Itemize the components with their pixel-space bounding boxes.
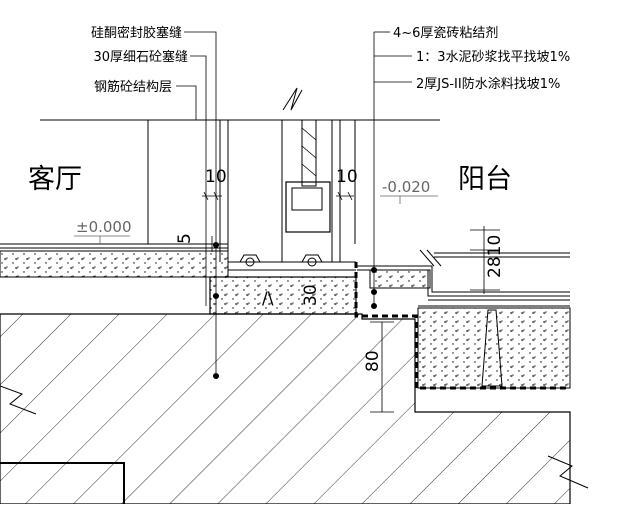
break-line-wall-top bbox=[282, 87, 303, 111]
elevation-left: ±0.000 bbox=[76, 218, 132, 236]
room-label-balcony: 阳台 bbox=[458, 164, 512, 195]
dim-label-10-right: 10 bbox=[336, 167, 358, 187]
callout-sealant: 硅酮密封胶塞缝 bbox=[91, 25, 182, 41]
dim-label-2810: 2810 bbox=[485, 235, 505, 278]
roller-left bbox=[245, 257, 255, 267]
dim-5 bbox=[206, 236, 220, 252]
dim-10-right bbox=[336, 191, 354, 201]
door-frame-profile bbox=[285, 181, 331, 233]
callout-structure: 钢筋砼结构层 bbox=[94, 79, 172, 95]
leader-left-1 bbox=[184, 31, 217, 376]
callout-fine-concrete: 30厚细石砼塞缝 bbox=[93, 49, 188, 65]
slab-edge-detail bbox=[0, 462, 125, 504]
tapered-pocket bbox=[481, 309, 503, 387]
callout-tile-adhesive: 4~6厚瓷砖粘结剂 bbox=[393, 26, 498, 41]
fine-concrete-infill bbox=[209, 276, 357, 315]
dim-label-30: 30 bbox=[301, 284, 321, 306]
dim-label-80: 80 bbox=[363, 350, 383, 372]
room-label-living: 客厅 bbox=[28, 164, 82, 195]
elevation-right: -0.020 bbox=[382, 178, 430, 196]
wall-above-opening bbox=[40, 119, 440, 262]
callout-waterproof: 2厚JS-II防水涂料找坡1% bbox=[416, 76, 560, 92]
leader-left-3 bbox=[176, 85, 197, 120]
threshold-rail bbox=[228, 261, 356, 271]
balcony-step-lines bbox=[419, 249, 442, 267]
balcony-floor-finish bbox=[357, 265, 570, 307]
elevation-mark-left bbox=[74, 235, 130, 244]
dim-80 bbox=[370, 321, 394, 413]
dim-2810 bbox=[470, 226, 500, 294]
screed-layer-left bbox=[0, 250, 229, 278]
leader-left-2 bbox=[190, 55, 207, 306]
elevation-mark-right bbox=[380, 195, 438, 204]
break-line-bottom-right bbox=[547, 455, 589, 489]
slope-symbol: /\ bbox=[262, 289, 274, 309]
callout-mortar: 1：3水泥砂浆找平找坡1% bbox=[416, 50, 570, 65]
dim-label-5: 5 bbox=[175, 233, 195, 244]
balcony-slope-layer bbox=[417, 307, 571, 389]
dim-10-left bbox=[202, 191, 222, 201]
roller-right bbox=[307, 257, 317, 267]
dim-label-10-left: 10 bbox=[205, 167, 227, 187]
screed-layer-right bbox=[369, 269, 431, 289]
break-line-left bbox=[0, 385, 37, 415]
